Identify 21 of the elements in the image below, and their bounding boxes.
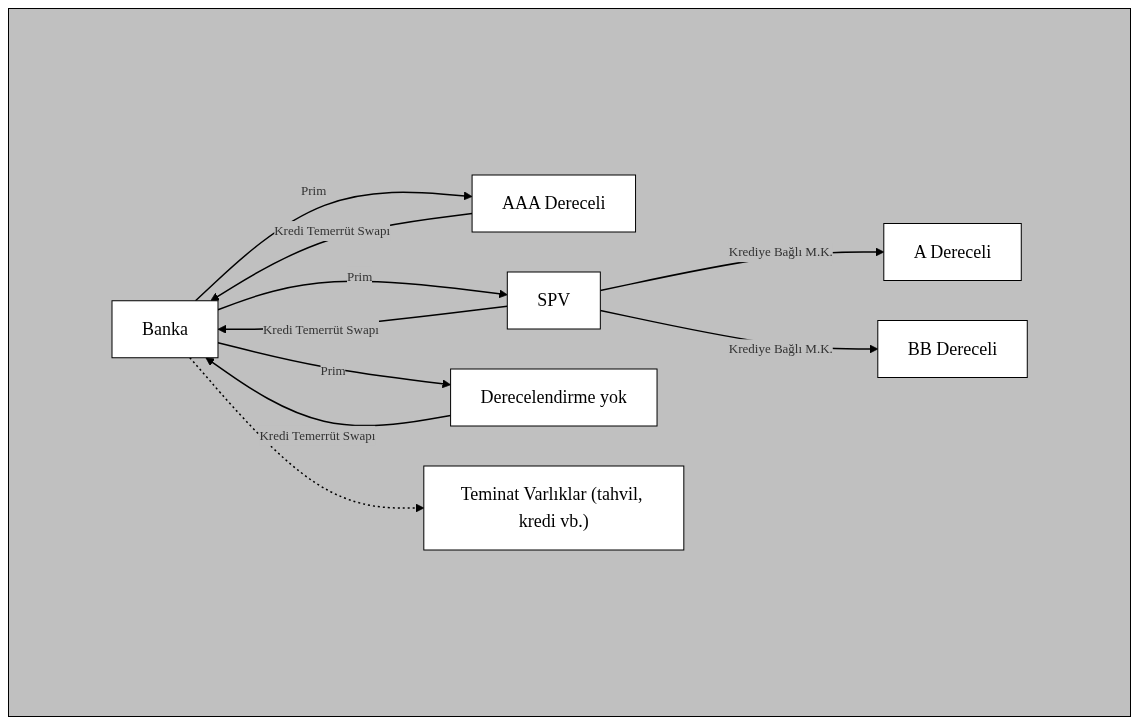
- arrow: [217, 280, 508, 311]
- edge-label: Kredi Temerrüt Swapı: [259, 427, 376, 443]
- edge-label: Prim: [346, 268, 373, 284]
- node-box: A Dereceli: [883, 223, 1022, 281]
- arrow: [217, 341, 451, 389]
- arrow: [210, 212, 473, 302]
- edge-label: Krediye Bağlı M.K.: [728, 341, 833, 357]
- edge-label: Krediye Bağlı M.K.: [728, 244, 833, 260]
- edge-label: Kredi Temerrüt Swapı: [274, 223, 390, 239]
- node-box: SPV: [506, 271, 601, 330]
- arrow: [205, 357, 452, 427]
- node-box: Banka: [111, 300, 219, 359]
- node-box: BB Dereceli: [877, 320, 1028, 378]
- edge-label: Prim: [320, 362, 346, 378]
- node-box: AAA Dereceli: [471, 174, 636, 233]
- arrow: [188, 357, 425, 513]
- node-box: Teminat Varlıklar (tahvil, kredi vb.): [423, 465, 685, 551]
- edge-label: Prim: [300, 182, 327, 198]
- arrow: [194, 191, 473, 302]
- node-box: Derecelendirme yok: [449, 368, 658, 427]
- edge-label: Kredi Temerrüt Swapı: [262, 321, 379, 337]
